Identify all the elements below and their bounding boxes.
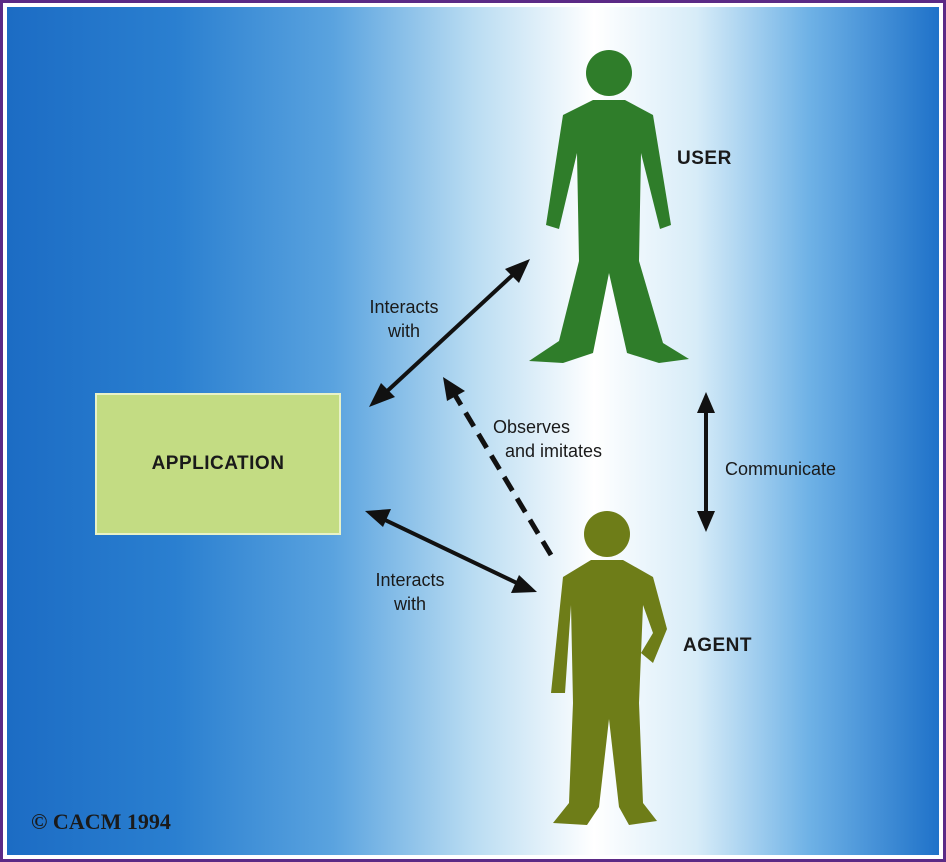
diagram-canvas — [365, 50, 715, 825]
application-node: APPLICATION — [95, 393, 341, 535]
agent-label: AGENT — [683, 635, 752, 656]
agent-app-arrowhead-app — [365, 509, 391, 527]
observes-edge-label-line2: and imitates — [505, 441, 603, 461]
observes-edge-label-line1: Observes — [493, 417, 571, 437]
communicate-arrowhead-top — [697, 392, 715, 413]
communicate-edge-label: Communicate — [725, 459, 837, 479]
copyright-notice: © CACM 1994 — [31, 809, 171, 834]
user-app-arrowhead-app — [369, 383, 395, 407]
agent-figure — [551, 511, 667, 825]
user-app-edge-label-line2: with — [387, 321, 420, 341]
observes-arrowhead — [443, 377, 465, 401]
user-head — [586, 50, 632, 96]
user-app-edge-label-line1: Interacts — [369, 297, 439, 317]
agent-app-edge-label-line2: with — [393, 594, 426, 614]
observes-edge-label: Observes and imitates — [483, 415, 653, 463]
agent-app-edge-label: Interacts with — [355, 568, 465, 616]
user-app-edge-label: Interacts with — [349, 295, 459, 343]
user-app-arrow — [381, 269, 519, 397]
agent-head — [584, 511, 630, 557]
observes-arrow — [452, 393, 554, 557]
agent-app-arrow — [380, 516, 522, 587]
user-label: USER — [677, 148, 732, 169]
agent-app-arrowhead-agent — [511, 575, 537, 593]
user-app-arrowhead-user — [505, 259, 530, 283]
user-figure — [529, 50, 689, 363]
application-label: APPLICATION — [151, 453, 285, 474]
agent-body — [551, 560, 667, 825]
agent-app-edge-label-line1: Interacts — [375, 570, 445, 590]
communicate-arrowhead-bottom — [697, 511, 715, 532]
user-body — [529, 100, 689, 363]
